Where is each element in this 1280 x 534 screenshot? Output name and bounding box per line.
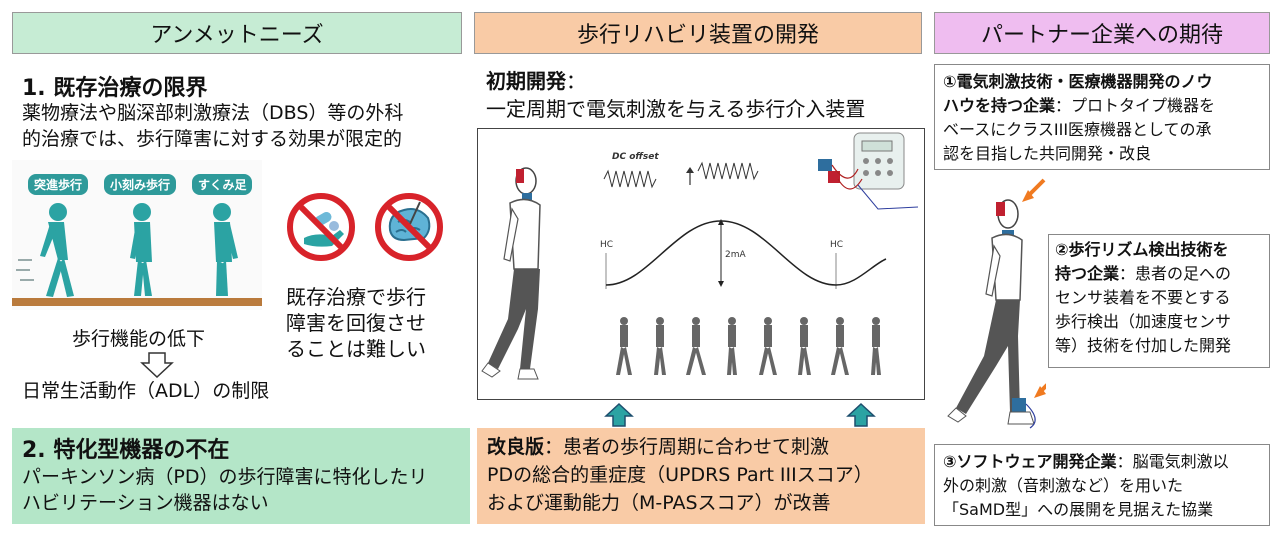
existing-treatment-body-line1: 薬物療法や脳深部刺激療法（DBS）等の外科 bbox=[22, 102, 404, 124]
no-brain-surgery-icon bbox=[375, 193, 443, 261]
adl-limitation-text: 日常生活動作（ADL）の制限 bbox=[22, 380, 270, 402]
no-specialized-device-box: 2. 特化型機器の不在 パーキンソン病（PD）の歩行障害に特化したリ ハビリテー… bbox=[12, 428, 470, 524]
no-medication-icon bbox=[287, 193, 355, 261]
dc-offset-label: DC offset bbox=[612, 152, 659, 162]
unmet-needs-header: アンメットニーズ bbox=[12, 12, 462, 54]
walking-figure-icon bbox=[130, 203, 152, 296]
gait-label-freezing: すくみ足 bbox=[192, 174, 253, 195]
partner-2-rest-line2: ：患者の足への bbox=[1119, 264, 1232, 283]
gait-label-short-step: 小刻み歩行 bbox=[104, 174, 177, 195]
patient-with-sensor-icon bbox=[947, 178, 1046, 429]
patient-figure-icon bbox=[481, 167, 541, 380]
hc-right-label: HC bbox=[830, 240, 843, 250]
partner-2-bold-line1: ②歩行リズム検出技術を bbox=[1055, 240, 1229, 259]
partner-3-line2: 外の刺激（音刺激など）を用いた bbox=[943, 476, 1184, 495]
partner-3-rest-line1: ：脳電気刺激以 bbox=[1116, 452, 1229, 471]
no-specialized-device-title: 2. 特化型機器の不在 bbox=[22, 438, 230, 463]
partner-1-rest-line2: ：プロトタイプ機器を bbox=[1055, 96, 1216, 115]
gait-figures bbox=[12, 203, 262, 306]
down-arrow-icon bbox=[140, 352, 174, 378]
gait-label-festination: 突進歩行 bbox=[28, 174, 89, 195]
partner-3-line1: ③ソフトウェア開発企業：脳電気刺激以 bbox=[943, 451, 1229, 473]
partner-1-line2: ハウを持つ企業：プロトタイプ機器を bbox=[943, 95, 1215, 117]
partner-1-bold-line1: ①電気刺激技術・医療機器開発のノウ bbox=[943, 72, 1213, 91]
initial-development-desc: 一定周期で電気刺激を与える歩行介入装置 bbox=[486, 97, 866, 121]
partner-2-line5: 等）技術を付加した開発 bbox=[1055, 336, 1232, 355]
up-arrow-icon bbox=[846, 402, 876, 427]
amplitude-label: 2mA bbox=[725, 250, 746, 260]
initial-development-title: 初期開発 bbox=[486, 69, 566, 93]
initial-development-colon: ： bbox=[566, 69, 586, 93]
existing-treatment-body-line2: 的治療では、歩行障害に対する効果が限定的 bbox=[22, 128, 403, 150]
improved-version-line1: 改良版：患者の歩行周期に合わせて刺激 bbox=[487, 434, 829, 460]
improved-version-title: 改良版 bbox=[487, 436, 545, 458]
existing-treatment-note-line1: 既存治療で歩行 bbox=[286, 285, 426, 309]
partner-1-line1: ①電気刺激技術・医療機器開発のノウ bbox=[943, 71, 1213, 93]
improved-version-line1-rest: ：患者の歩行周期に合わせて刺激 bbox=[544, 436, 830, 458]
walking-figure-icon bbox=[40, 203, 74, 297]
partner-3-box: ③ソフトウェア開発企業：脳電気刺激以 外の刺激（音刺激など）を用いた 「SaMD… bbox=[934, 444, 1270, 526]
hc-left-label: HC bbox=[600, 240, 613, 250]
development-header: 歩行リハビリ装置の開発 bbox=[474, 12, 922, 54]
existing-treatment-note-line2: 障害を回復させ bbox=[286, 311, 426, 335]
partner-1-bold-line2: ハウを持つ企業 bbox=[943, 96, 1056, 115]
partner-3-bold-line1: ③ソフトウェア開発企業 bbox=[943, 452, 1117, 471]
no-specialized-device-line1: パーキンソン病（PD）の歩行障害に特化したリ bbox=[22, 466, 428, 488]
existing-treatment-title: 1. 既存治療の限界 bbox=[22, 76, 208, 101]
partner-3-line3: 「SaMD型」への展開を見据えた協業 bbox=[943, 500, 1214, 519]
no-specialized-device-line2: ハビリテーション機器はない bbox=[22, 492, 269, 514]
initial-development: 初期開発： bbox=[486, 68, 586, 94]
stimulation-diagram: DC offset HC HC 2mA bbox=[481, 132, 919, 380]
partner-1-line4: 認を目指した共同開発・改良 bbox=[943, 144, 1152, 163]
partner-2-line3: センサ装着を不要とする bbox=[1055, 288, 1231, 307]
partner-expectations-header: パートナー企業への期待 bbox=[934, 12, 1270, 54]
device-figure-panel: DC offset HC HC 2mA bbox=[477, 128, 925, 400]
stimulation-device-icon bbox=[818, 132, 919, 210]
existing-treatment-note-line3: ることは難しい bbox=[286, 337, 426, 361]
improved-version-line3: および運動能力（M-PASスコア）が改善 bbox=[487, 492, 831, 514]
partner-2-box: ②歩行リズム検出技術を 持つ企業：患者の足への センサ装着を不要とする 歩行検出… bbox=[1048, 234, 1270, 368]
partner-2-line2: 持つ企業：患者の足への bbox=[1055, 263, 1231, 285]
partner-1-line3: ベースにクラスIII医療機器としての承 bbox=[943, 120, 1212, 139]
partner-2-line1: ②歩行リズム検出技術を bbox=[1055, 239, 1229, 261]
improved-version-line2: PDの総合的重症度（UPDRS Part IIIスコア） bbox=[487, 464, 873, 486]
partner-1-box: ①電気刺激技術・医療機器開発のノウ ハウを持つ企業：プロトタイプ機器を ベースに… bbox=[934, 64, 1270, 170]
partner-2-bold-line2: 持つ企業 bbox=[1055, 264, 1120, 283]
improved-version-box: 改良版：患者の歩行周期に合わせて刺激 PDの総合的重症度（UPDRS Part … bbox=[477, 428, 925, 524]
gait-disorder-illustration: 突進歩行 小刻み歩行 すくみ足 bbox=[12, 160, 262, 310]
partner-2-line4: 歩行検出（加速度センサ bbox=[1055, 312, 1232, 331]
gait-cycle-sequence bbox=[616, 317, 881, 375]
up-arrow-icon bbox=[604, 402, 634, 427]
gait-decline-text: 歩行機能の低下 bbox=[72, 328, 206, 350]
walking-figure-icon bbox=[213, 203, 238, 296]
